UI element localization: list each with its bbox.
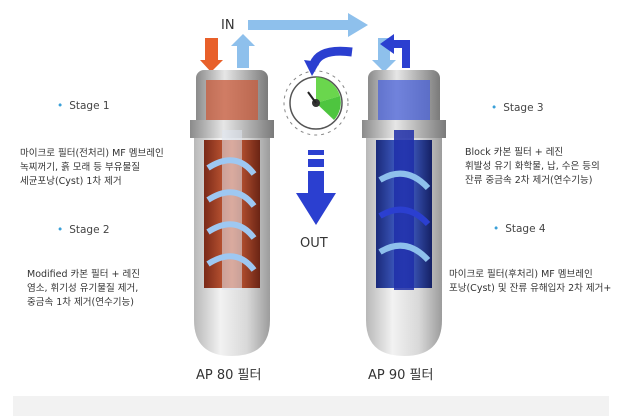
stage-1-description: 마이크로 필터(전처리) MF 멤브레인 녹찌꺼기, 흙 모래 등 부유물질 세… xyxy=(20,148,164,187)
in-arrow-icon xyxy=(248,13,368,37)
in-label: IN xyxy=(221,18,235,33)
ap80-filter-icon xyxy=(190,34,274,356)
curved-arrowhead-icon xyxy=(304,60,320,76)
out-arrow-icon xyxy=(296,150,336,225)
stage-3-label: •Stage 3 xyxy=(491,102,544,114)
out-label: OUT xyxy=(300,236,328,251)
gauge-icon xyxy=(283,70,349,136)
bullet-dot-icon: • xyxy=(57,100,64,112)
bullet-dot-icon: • xyxy=(493,223,500,235)
stage-3-description: Block 카본 필터 + 레진 휘발성 유기 화학물, 납, 수은 등의 잔류… xyxy=(465,147,600,186)
stage-4-label: •Stage 4 xyxy=(493,223,546,235)
ap90-filter-icon xyxy=(362,34,446,356)
stage-2-label: •Stage 2 xyxy=(57,224,110,236)
bullet-dot-icon: • xyxy=(57,224,64,236)
footer-band xyxy=(13,396,609,416)
stage-1-label: •Stage 1 xyxy=(57,100,110,112)
stage-2-description: Modified 카본 필터 + 레진 염소, 휘기성 유기물질 제거, 중금속… xyxy=(27,269,141,308)
ap80-label: AP 80 필터 xyxy=(196,368,262,383)
stage-4-description: 마이크로 필터(후처리) MF 멤브레인 포낭(Cyst) 및 잔류 유해입자 … xyxy=(449,269,612,294)
bullet-dot-icon: • xyxy=(491,102,498,114)
ap90-label: AP 90 필터 xyxy=(368,368,434,383)
